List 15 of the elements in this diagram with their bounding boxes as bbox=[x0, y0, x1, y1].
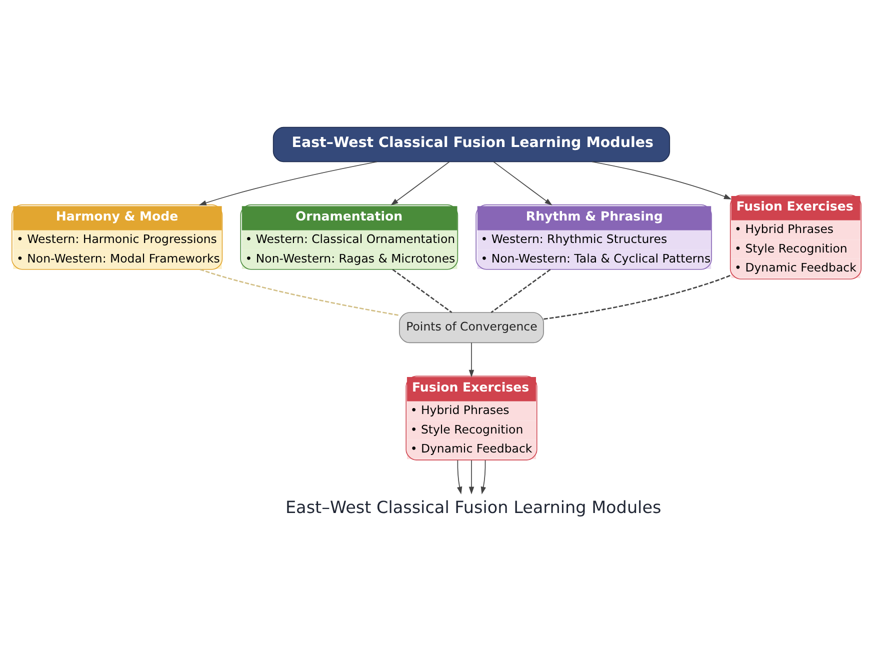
arrow bbox=[198, 161, 378, 206]
arrow bbox=[468, 342, 474, 378]
arrow bbox=[456, 460, 462, 494]
connector bbox=[392, 268, 452, 313]
node-box: Points of Convergence bbox=[399, 312, 544, 344]
arrow bbox=[468, 460, 474, 494]
connector bbox=[490, 268, 551, 313]
node-box: East–West Classical Fusion Learning Modules bbox=[272, 126, 670, 162]
node-text: East–West Classical Fusion Learning Modules bbox=[285, 496, 662, 517]
arrow bbox=[390, 161, 450, 206]
arrow bbox=[592, 161, 732, 200]
connector bbox=[543, 274, 730, 320]
arrow bbox=[480, 460, 486, 494]
connector bbox=[200, 268, 400, 316]
arrow bbox=[493, 161, 552, 206]
